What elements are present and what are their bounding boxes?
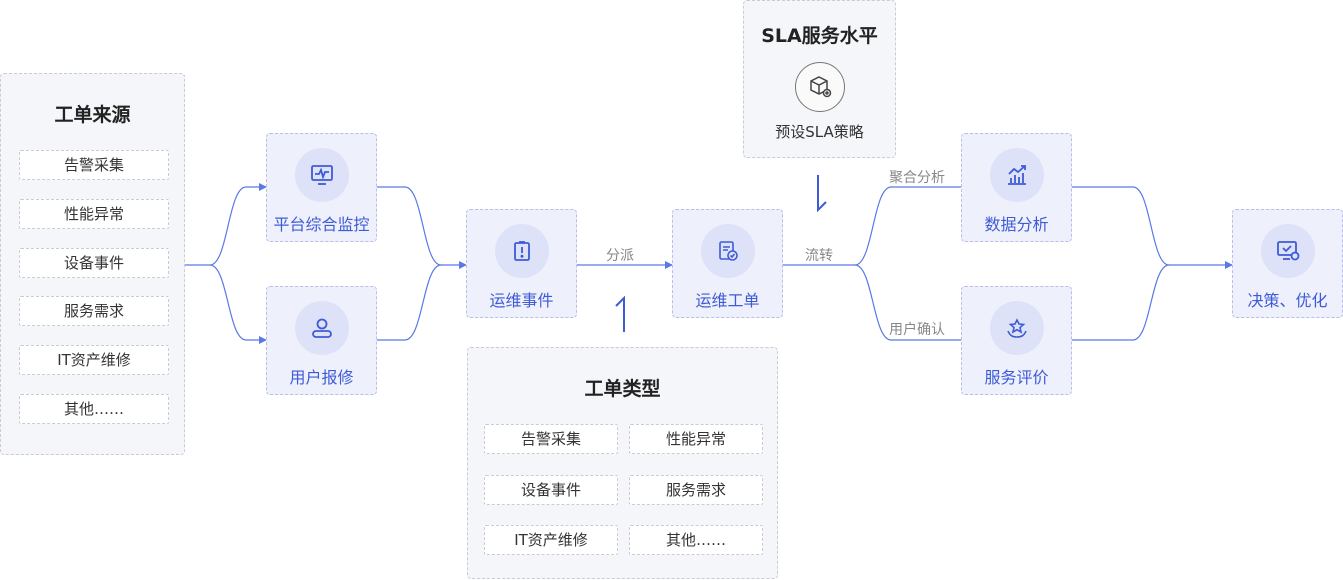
source-panel-title: 工单来源 bbox=[54, 104, 131, 126]
sla-down-arrow bbox=[817, 175, 827, 213]
type-item: 告警采集 bbox=[484, 424, 618, 454]
screen-check-icon bbox=[1260, 224, 1315, 278]
type-item: 其他…… bbox=[629, 525, 763, 555]
node-label: 数据分析 bbox=[984, 215, 1049, 234]
link-platform-event bbox=[377, 186, 467, 269]
link-to-user bbox=[209, 264, 267, 344]
link-to-platform bbox=[209, 183, 267, 266]
link-analysis-decision bbox=[1072, 186, 1233, 269]
node-label: 平台综合监控 bbox=[273, 215, 370, 234]
type-panel-title: 工单类型 bbox=[584, 378, 661, 400]
source-item: 服务需求 bbox=[19, 296, 169, 326]
node-label: 运维工单 bbox=[695, 291, 760, 310]
edge-label-dispatch: 分派 bbox=[606, 248, 634, 264]
edge-label-user-confirm: 用户确认 bbox=[889, 322, 945, 338]
chart-icon bbox=[989, 148, 1044, 202]
link-rating-decision bbox=[1072, 264, 1170, 341]
rating-icon bbox=[989, 301, 1044, 355]
source-item: 设备事件 bbox=[19, 248, 169, 278]
node-ops-event: 运维事件 bbox=[466, 209, 577, 318]
sla-panel: SLA服务水平 预设SLA策略 bbox=[743, 0, 896, 158]
link-to-analysis bbox=[854, 186, 961, 266]
ticket-icon bbox=[700, 224, 755, 278]
type-item: 性能异常 bbox=[629, 424, 763, 454]
monitor-icon bbox=[294, 148, 349, 202]
type-item: 服务需求 bbox=[629, 475, 763, 505]
link-to-rating bbox=[854, 264, 961, 341]
cube-gear-icon bbox=[795, 62, 845, 112]
link-user-event bbox=[377, 264, 442, 341]
user-icon bbox=[294, 301, 349, 355]
sla-panel-title: SLA服务水平 bbox=[761, 25, 878, 47]
node-ops-ticket: 运维工单 bbox=[672, 209, 783, 318]
node-data-analysis: 数据分析 bbox=[961, 133, 1072, 242]
source-panel: 工单来源 告警采集 性能异常 设备事件 服务需求 IT资产维修 其他…… bbox=[0, 73, 185, 455]
edge-label-transfer: 流转 bbox=[805, 248, 833, 264]
clipboard-alert-icon bbox=[494, 224, 549, 278]
edge-label-aggregate: 聚合分析 bbox=[889, 170, 945, 186]
source-item: 告警采集 bbox=[19, 150, 169, 180]
node-label: 决策、优化 bbox=[1247, 291, 1328, 310]
type-up-arrow bbox=[615, 295, 625, 332]
node-label: 服务评价 bbox=[984, 368, 1049, 387]
node-service-rating: 服务评价 bbox=[961, 286, 1072, 395]
source-item: 其他…… bbox=[19, 394, 169, 424]
source-item: 性能异常 bbox=[19, 199, 169, 229]
type-item: IT资产维修 bbox=[484, 525, 618, 555]
type-panel: 工单类型 告警采集 性能异常 设备事件 服务需求 IT资产维修 其他…… bbox=[467, 347, 778, 579]
node-label: 用户报修 bbox=[289, 368, 354, 387]
sla-caption: 预设SLA策略 bbox=[775, 123, 864, 141]
node-decision: 决策、优化 bbox=[1232, 209, 1343, 318]
node-platform-monitor: 平台综合监控 bbox=[266, 133, 377, 242]
node-user-report: 用户报修 bbox=[266, 286, 377, 395]
source-item: IT资产维修 bbox=[19, 345, 169, 375]
node-label: 运维事件 bbox=[489, 291, 554, 310]
type-item: 设备事件 bbox=[484, 475, 618, 505]
